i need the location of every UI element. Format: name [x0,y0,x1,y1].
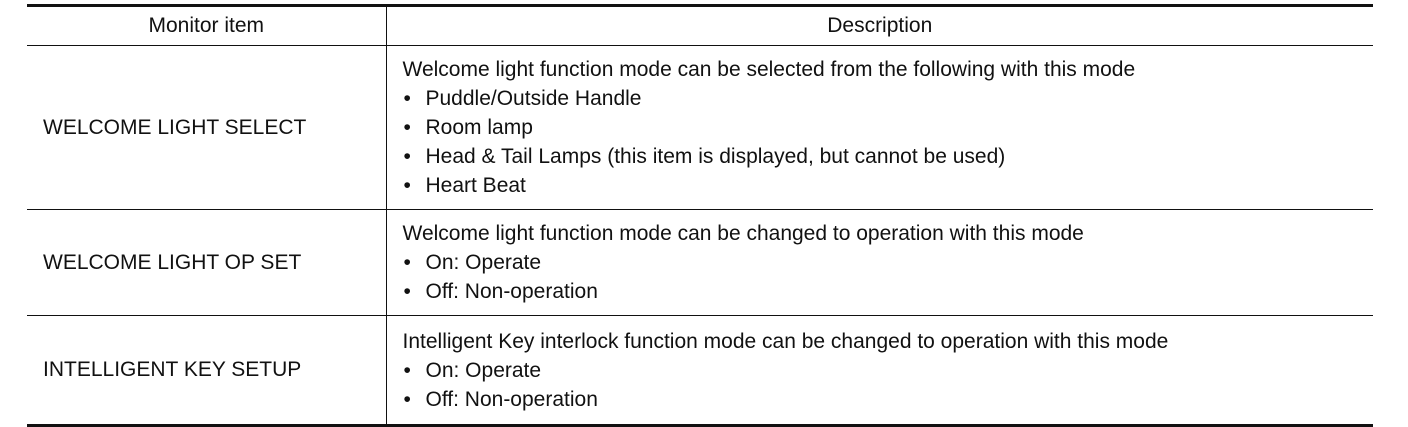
monitor-item-cell: WELCOME LIGHT SELECT [27,45,386,210]
description-text: Welcome light function mode can be selec… [402,58,1136,81]
table-row: WELCOME LIGHT SELECT Welcome light funct… [27,45,1374,210]
table-row: WELCOME LIGHT OP SET Welcome light funct… [27,209,1374,316]
table-row: INTELLIGENT KEY SETUP Intelligent Key in… [27,315,1374,427]
bullet-item: Heart Beat [403,171,1374,200]
bullet-item: Head & Tail Lamps (this item is displaye… [403,142,1374,171]
table-body: WELCOME LIGHT SELECT Welcome light funct… [27,45,1374,427]
bullet-item: Off: Non-operation [403,277,1374,306]
header-description: Description [385,4,1373,46]
description-text: Welcome light function mode can be chang… [402,222,1084,245]
description-cell: Intelligent Key interlock function mode … [385,315,1374,427]
table-header: Monitor item Description [27,4,1373,46]
header-row: Monitor item Description [27,4,1373,46]
bullet-item: Puddle/Outside Handle [403,84,1374,113]
description-text: Intelligent Key interlock function mode … [402,329,1169,353]
monitor-item-cell: WELCOME LIGHT OP SET [27,209,386,316]
description-cell: Welcome light function mode can be chang… [385,209,1374,316]
bullet-item: On: Operate [403,248,1374,277]
bullet-item: Room lamp [403,113,1374,142]
header-monitor-item: Monitor item [27,4,386,46]
monitor-item-table-container: Monitor item Description WELCOME LIGHT S… [27,4,1373,427]
bullet-list: On: Operate Off: Non-operation [403,248,1374,306]
bullet-item: Off: Non-operation [403,385,1374,414]
bullet-list: Puddle/Outside Handle Room lamp Head & T… [403,84,1374,200]
monitor-item-table: Monitor item Description WELCOME LIGHT S… [27,4,1373,427]
bullet-item: On: Operate [403,356,1374,385]
monitor-item-cell: INTELLIGENT KEY SETUP [27,315,386,427]
bullet-list: On: Operate Off: Non-operation [403,356,1374,414]
description-cell: Welcome light function mode can be selec… [385,45,1374,210]
